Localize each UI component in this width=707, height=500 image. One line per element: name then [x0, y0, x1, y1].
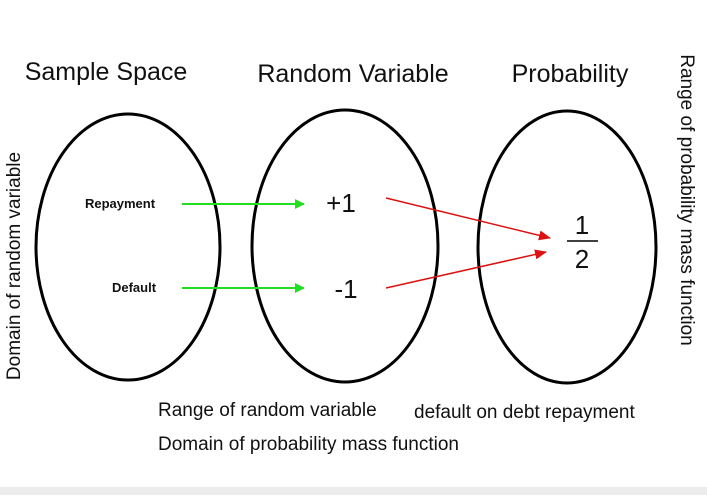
outcome-default: Default	[112, 280, 157, 295]
label-default-on-debt-repayment: default on debt repayment	[414, 402, 635, 423]
sample-space-ellipse	[34, 112, 222, 382]
probability-ellipse	[476, 109, 658, 385]
label-domain-of-pmf: Domain of probability mass function	[158, 434, 459, 455]
arrow-plus-one-to-probability	[385, 197, 551, 241]
label-range-of-random-variable: Range of random variable	[158, 400, 377, 421]
random-variable-ellipse	[250, 108, 440, 384]
probability-numerator: 1	[575, 210, 589, 240]
label-domain-of-random-variable: Domain of random variable	[4, 152, 25, 380]
heading-probability: Probability	[512, 60, 629, 88]
arrow-minus-one-to-probability	[385, 249, 547, 289]
heading-random-variable: Random Variable	[257, 60, 448, 88]
heading-sample-space: Sample Space	[25, 58, 188, 86]
probability-denominator: 2	[575, 244, 589, 274]
bottom-strip	[0, 487, 707, 495]
label-range-of-pmf: Range of probability mass function	[676, 54, 697, 346]
outcome-repayment: Repayment	[85, 196, 156, 211]
value-plus-one: +1	[326, 188, 356, 218]
value-minus-one: -1	[334, 274, 357, 304]
